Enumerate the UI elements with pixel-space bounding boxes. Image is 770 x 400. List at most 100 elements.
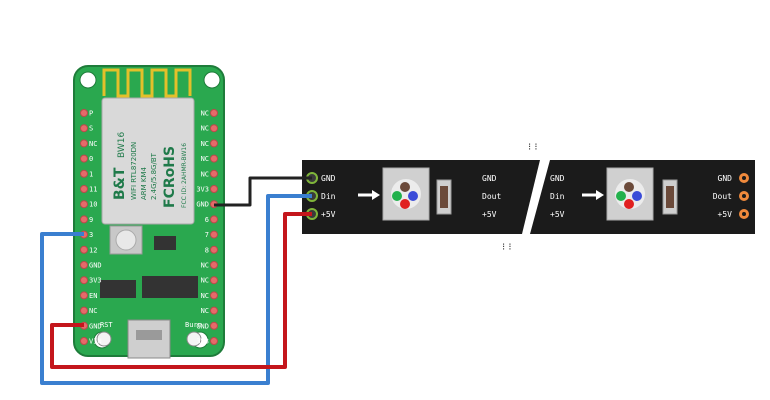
led-package-1: [358, 167, 452, 221]
left-pin-label: 9: [89, 216, 93, 224]
right-pin-label: NC: [201, 262, 209, 270]
right-pin-pad: [210, 185, 218, 193]
antenna-trace: [102, 68, 192, 98]
right-pin-label: NC: [201, 170, 209, 178]
usb-serial-chip: [142, 276, 198, 298]
right-pin-label: NC: [201, 140, 209, 148]
left-pin-pad: [80, 291, 88, 300]
regulator-chip: [100, 280, 136, 298]
module-line2: ARM KM4: [140, 166, 148, 200]
led-strip: ⁝ ⁝ ⁝ ⁝ GND Din +5V GND Dout +5V GND Din +5V G…: [302, 142, 755, 253]
right-pin-pad: [210, 245, 218, 254]
right-pin-label: 7: [205, 231, 209, 239]
right-pin-pad: [210, 154, 218, 163]
boot-button[interactable]: [115, 229, 137, 251]
left-pin-pad: [80, 109, 88, 117]
gnd-wire: [214, 176, 312, 207]
left-pin-label: EN: [89, 292, 97, 300]
cut-mark: ⁝ ⁝: [502, 242, 512, 253]
data-wire: [40, 194, 312, 385]
strip-seg1-output-labels: GND Dout +5V: [482, 174, 501, 219]
strip-pin-label: GND: [718, 174, 733, 183]
strip-pin-label: GND: [482, 174, 497, 183]
right-pin-label: 3V3: [196, 186, 209, 194]
mount-hole: [203, 71, 221, 89]
mount-hole: [79, 71, 97, 89]
right-pin-label: NC: [201, 307, 209, 315]
left-pin-label: S: [89, 125, 93, 133]
left-pin-pad: [80, 200, 88, 209]
left-pin-pad: [80, 215, 88, 224]
strip-pin-label: +5V: [482, 210, 497, 219]
right-pin-label: NC: [201, 125, 209, 133]
left-pin-pad: [80, 306, 88, 315]
left-pin-label: NC: [89, 307, 97, 315]
left-pin-label: 12: [89, 246, 97, 254]
strip-pin-label: Dout: [482, 192, 501, 201]
left-pin-label: 0: [89, 155, 93, 163]
left-pin-label: 3: [89, 231, 93, 239]
wifi-module: B&T BW16 WIFI RTL8720DN ARM KM4 2.4G/5.8…: [101, 97, 195, 225]
right-pin-label: NC: [201, 277, 209, 285]
rst-label: RST: [100, 321, 113, 329]
strip-pin-label: GND: [550, 174, 565, 183]
strip-seg2-input-labels: GND Din +5V: [550, 174, 565, 219]
right-pin-pad: [210, 139, 218, 148]
module-line3: 2.4G/5.8G/BT: [150, 152, 158, 200]
left-pin-label: NC: [89, 140, 97, 148]
left-pin-pad: [80, 139, 88, 148]
left-pin-pad: [80, 261, 88, 269]
right-pin-pad: [210, 337, 218, 345]
right-pin-pad: [210, 321, 218, 330]
right-pin-pad: [210, 215, 218, 224]
left-pin-pad: [80, 124, 88, 133]
left-pin-label: 3V3: [89, 277, 102, 285]
rst-button[interactable]: [96, 331, 112, 347]
right-pin-pad: [210, 109, 218, 117]
right-pin-label: 8: [205, 246, 209, 254]
power-wire: [50, 212, 312, 369]
left-pin-pad: [80, 185, 88, 193]
left-pin-pad: [80, 154, 88, 163]
left-pin-label: 1: [89, 170, 93, 178]
strip-pin-label: Din: [550, 192, 565, 201]
strip-pin-label: +5V: [321, 210, 336, 219]
burn-label: Burn: [185, 321, 202, 329]
module-brand: B&T: [112, 167, 128, 200]
wires: [40, 176, 312, 385]
strip-pin-label: +5V: [718, 210, 733, 219]
left-pin-label: VIN: [89, 338, 102, 346]
left-pin-pad: [80, 337, 88, 345]
module-line1: WIFI RTL8720DN: [130, 142, 138, 200]
right-pin-pad: [210, 276, 218, 285]
burn-button[interactable]: [186, 331, 202, 347]
left-pin-pad: [80, 276, 88, 285]
left-pin-label: GND: [89, 262, 102, 270]
right-pin-label: 3V3: [196, 338, 209, 346]
left-pin-pad: [80, 245, 88, 254]
module-fcc-logo: FCRoHS: [162, 146, 178, 208]
left-pin-label: P: [89, 110, 93, 118]
strip-output-pads: GND Dout +5V: [713, 173, 749, 219]
left-pin-label: GND: [89, 322, 102, 330]
strip-pin-label: Din: [321, 192, 336, 201]
led-package-2: [582, 167, 678, 221]
right-pin-pad: [210, 124, 218, 133]
cut-mark: ⁝ ⁝: [528, 142, 538, 153]
module-model: BW16: [117, 132, 127, 158]
right-pin-label: NC: [201, 110, 209, 118]
module-fcc-id: FCC ID: 2AHMR-BW16: [181, 143, 188, 208]
strip-pin-label: Dout: [713, 192, 732, 201]
smd-component: [154, 236, 176, 250]
left-pin-pad: [80, 169, 88, 178]
right-pin-label: NC: [201, 292, 209, 300]
right-pin-pad: [210, 291, 218, 300]
right-pin-pad: [210, 306, 218, 315]
right-pin-label: NC: [201, 155, 209, 163]
strip-pin-label: +5V: [550, 210, 565, 219]
right-pin-label: GND: [196, 201, 209, 209]
